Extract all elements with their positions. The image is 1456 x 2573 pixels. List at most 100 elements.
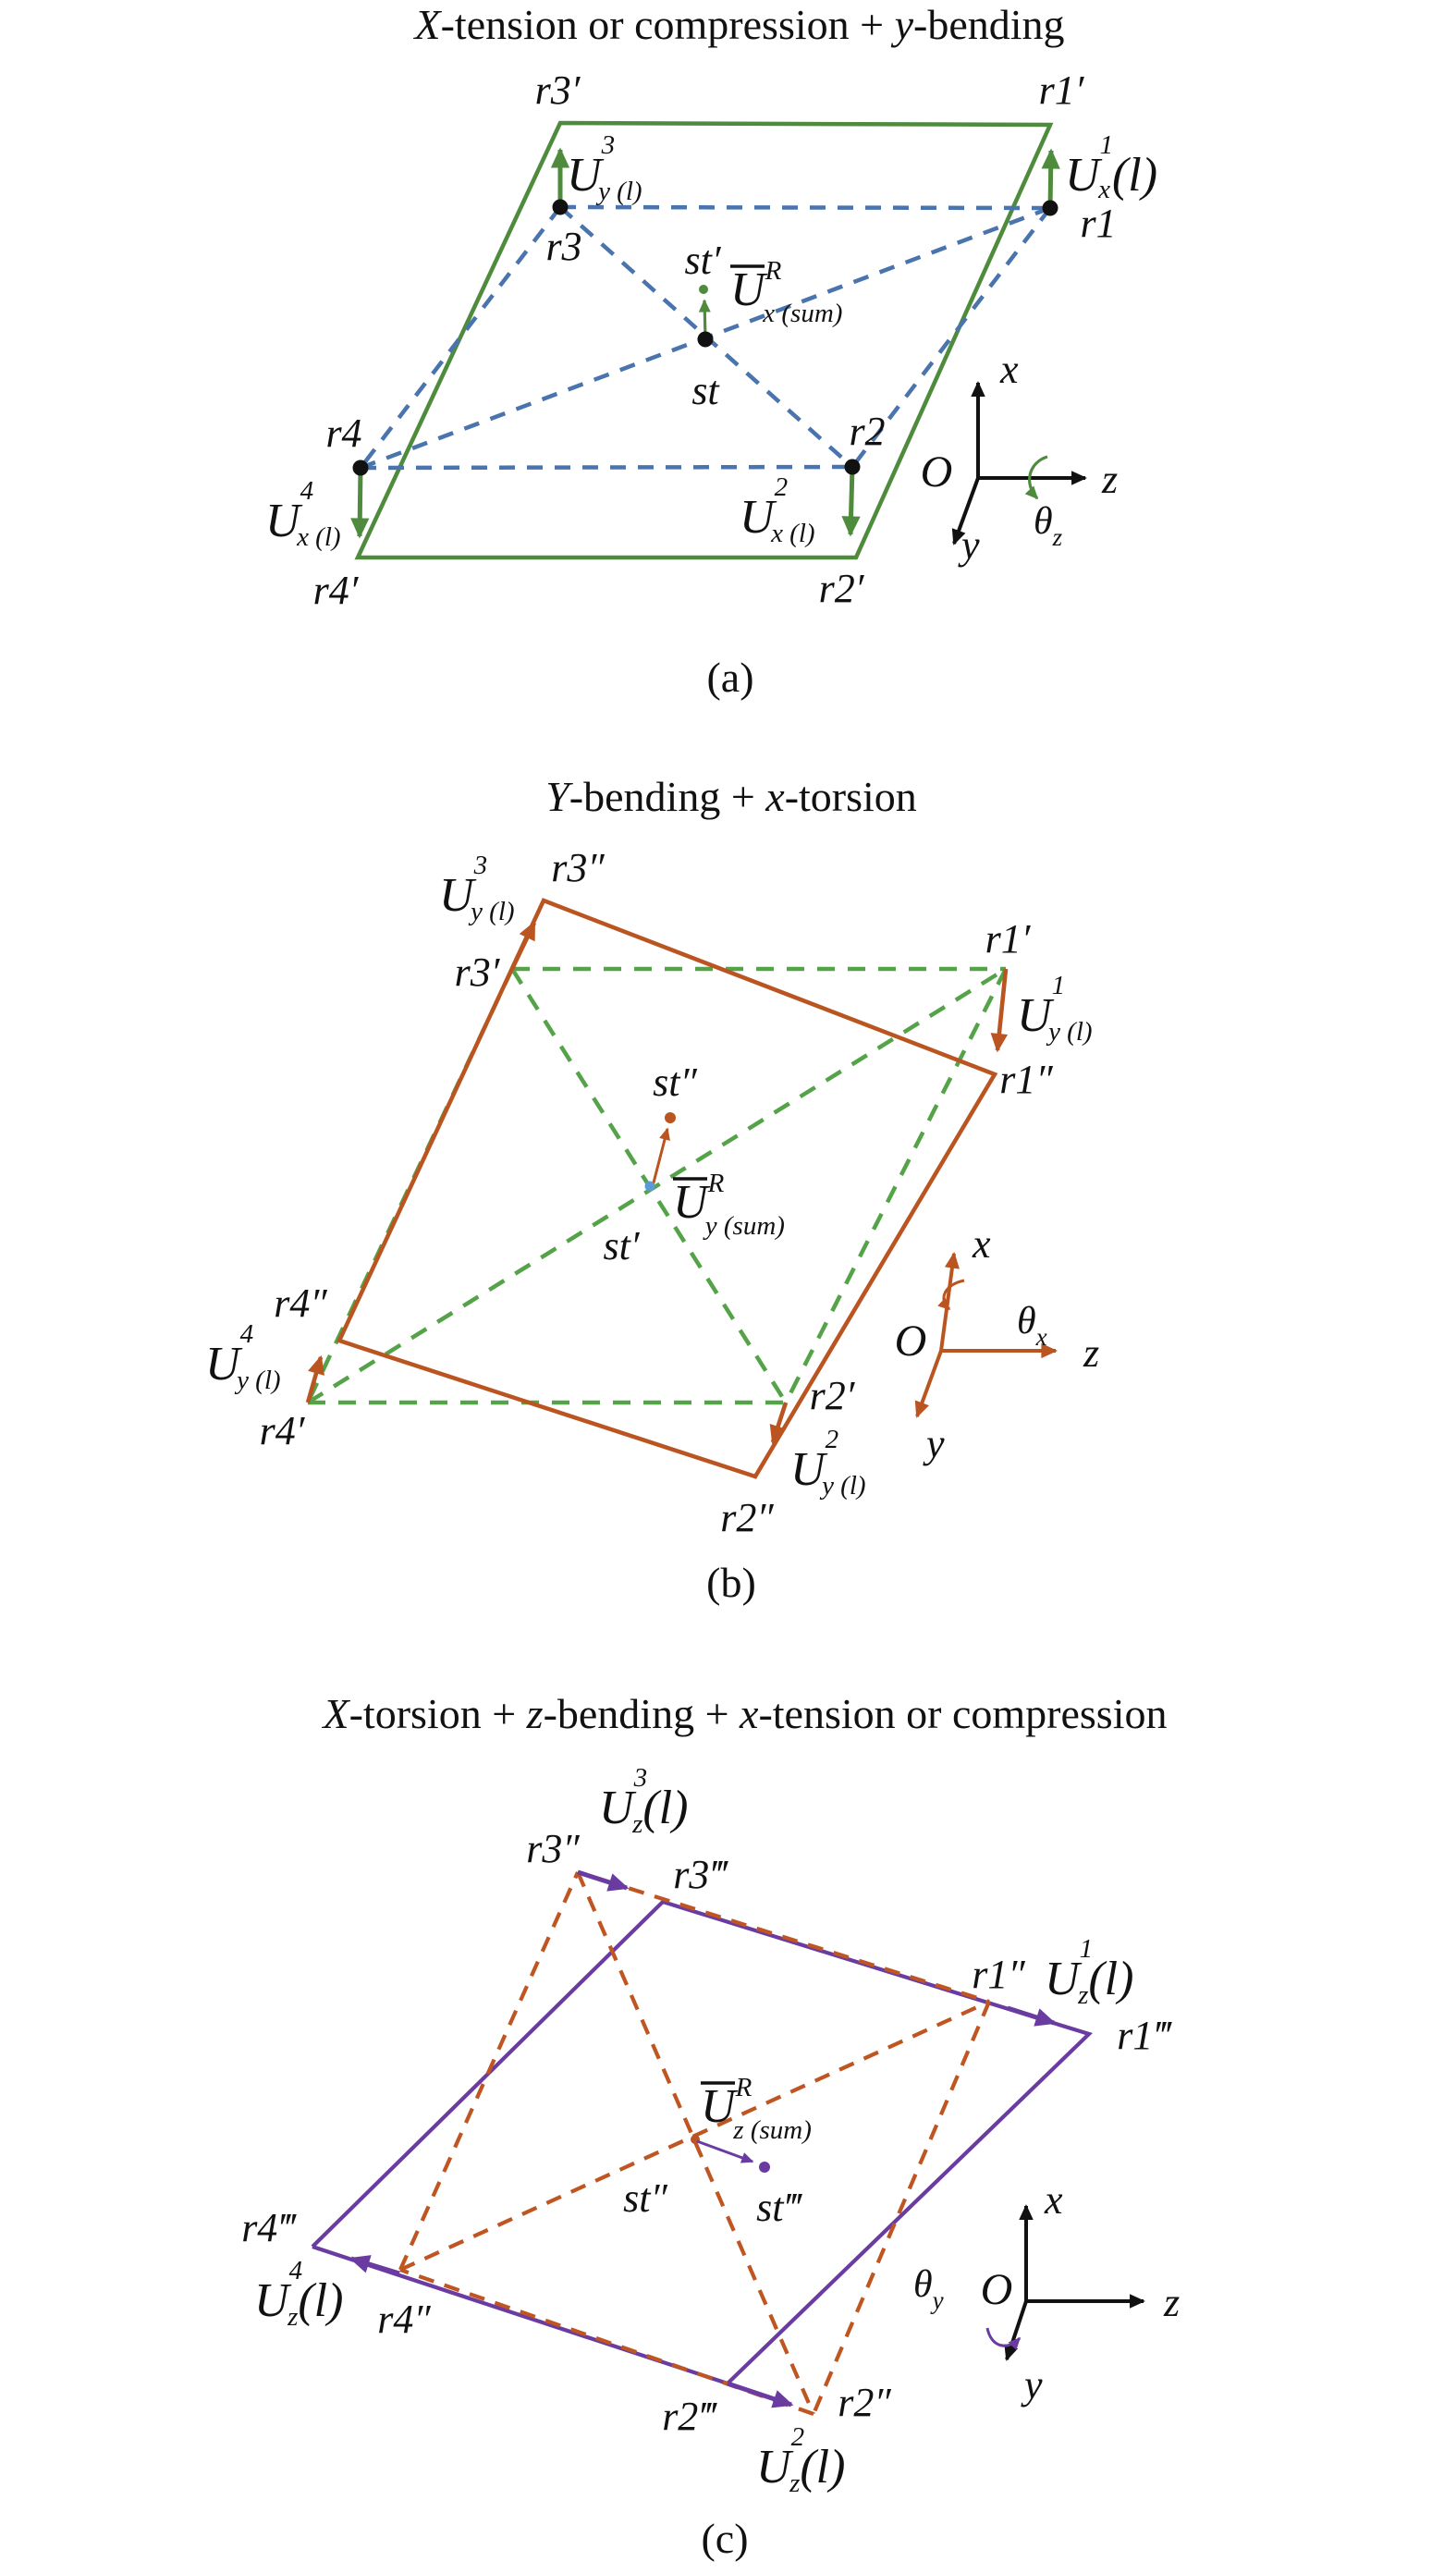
panel-c: X-torsion + z-bending + x-tension or com… xyxy=(241,1690,1180,2562)
prev-edge-left xyxy=(398,1871,580,2271)
label-r1-prime: r1′ xyxy=(985,916,1032,962)
arrow-u4 xyxy=(305,1354,325,1403)
prev-edge-right xyxy=(812,2001,991,2415)
vertex-dot-r1 xyxy=(1042,200,1058,216)
theta-x-rotation-arrow xyxy=(937,1279,965,1311)
label-st-prime: st′ xyxy=(685,238,722,283)
axis-x-label: x xyxy=(972,1221,991,1267)
label-r4: r4 xyxy=(325,410,361,456)
label-st: st xyxy=(691,368,720,413)
panel-c-title: X-torsion + z-bending + x-tension or com… xyxy=(322,1690,1168,1737)
theta-y-label: θy xyxy=(913,2263,944,2314)
label-r1-prime: r1′ xyxy=(1039,67,1085,113)
prev-edge-top xyxy=(577,1869,990,2004)
prev-edge-right xyxy=(783,967,1009,1404)
arrow-u3 xyxy=(509,920,537,970)
prev-diagonal-2 xyxy=(306,967,1008,1404)
deformed-element-outline xyxy=(354,120,1054,560)
axis-x-label: x xyxy=(999,347,1019,392)
arrow-u3 xyxy=(577,1869,630,1892)
axis-x-label: x xyxy=(1044,2177,1063,2223)
arrow-usum xyxy=(651,1127,670,1187)
label-st-dblprime: st″ xyxy=(653,1060,697,1105)
vertex-dot-st-prime xyxy=(699,285,708,294)
arrow-u4 xyxy=(350,467,370,539)
label-r1-dblprime: r1″ xyxy=(999,1057,1053,1102)
label-st-trpprime: st‴ xyxy=(756,2185,802,2230)
theta-z-rotation-arrow xyxy=(1024,455,1048,500)
vertex-dot-r3 xyxy=(552,199,569,215)
vertex-dot-st-dblprime xyxy=(665,1112,676,1123)
arrow-u1 xyxy=(990,968,1009,1053)
panel-c-caption: (c) xyxy=(701,2515,748,2562)
arrow-u2 xyxy=(727,2381,794,2408)
deformed-element-outline xyxy=(336,898,998,1479)
axis-z-label: z xyxy=(1163,2280,1180,2325)
axis-origin-label: O xyxy=(895,1317,927,1366)
label-r4-prime: r4′ xyxy=(313,568,360,613)
label-r3: r3 xyxy=(545,224,581,269)
panel-b: Y-bending + x-torsion r3″ r3′ r1′ r1″ st… xyxy=(205,773,1099,1606)
label-r2-dblprime: r2″ xyxy=(838,2380,891,2425)
theta-x-label: θx xyxy=(1017,1300,1047,1351)
panel-b-title: Y-bending + x-torsion xyxy=(545,773,917,820)
arrow-u1 xyxy=(1041,148,1060,209)
label-r2-dblprime: r2″ xyxy=(720,1495,774,1540)
label-r2-trpprime: r2‴ xyxy=(662,2394,717,2439)
axis-y xyxy=(951,477,980,545)
prev-edge-bottom xyxy=(399,2268,814,2416)
axis-z-label: z xyxy=(1101,457,1118,502)
label-r4-trpprime: r4‴ xyxy=(241,2205,297,2250)
label-r3-dblprime: r3″ xyxy=(551,845,605,890)
label-st-dblprime: st″ xyxy=(623,2175,667,2221)
theta-y-rotation-arrow xyxy=(985,2327,1022,2350)
arrow-u2 xyxy=(769,1402,789,1445)
label-r2-prime: r2′ xyxy=(819,566,865,611)
panel-b-caption: (b) xyxy=(706,1559,756,1606)
deformed-element-outline xyxy=(311,1899,1094,2385)
vertex-dot-r4 xyxy=(352,459,369,476)
arrow-usum xyxy=(696,2139,754,2163)
arrow-u2 xyxy=(841,466,861,537)
label-r3-prime: r3′ xyxy=(455,950,501,995)
label-r1-dblprime: r1″ xyxy=(972,1952,1025,1997)
axis-y-label: y xyxy=(1021,2362,1043,2408)
arrow-u1 xyxy=(1007,2005,1057,2027)
label-r3-dblprime: r3″ xyxy=(526,1826,580,1871)
axis-origin-label: O xyxy=(981,2265,1013,2314)
arrow-u4 xyxy=(349,2255,400,2276)
vertex-dot-st-trpprime xyxy=(759,2162,770,2173)
label-r1-trpprime: r1‴ xyxy=(1117,2013,1172,2058)
label-r3-trpprime: r3‴ xyxy=(673,1852,728,1897)
label-r4-prime: r4′ xyxy=(260,1408,306,1453)
theta-z-label: θz xyxy=(1034,500,1063,551)
orig-edge-bottom xyxy=(360,464,853,471)
axis-z-label: z xyxy=(1083,1330,1099,1376)
panel-a: X-tension or compression + y-bending r3′… xyxy=(265,1,1157,701)
panel-a-caption: (a) xyxy=(706,654,753,701)
vertex-dot-st xyxy=(697,331,714,348)
axis-origin-label: O xyxy=(921,447,953,496)
axis-y-label: y xyxy=(923,1421,945,1466)
vertex-dot-st-prime xyxy=(644,1181,655,1192)
label-r4-dblprime: r4″ xyxy=(274,1280,327,1326)
axis-y xyxy=(914,1350,943,1418)
panel-a-title: X-tension or compression + y-bending xyxy=(412,1,1064,48)
label-r2: r2 xyxy=(849,409,885,454)
orig-edge-top xyxy=(559,204,1051,211)
